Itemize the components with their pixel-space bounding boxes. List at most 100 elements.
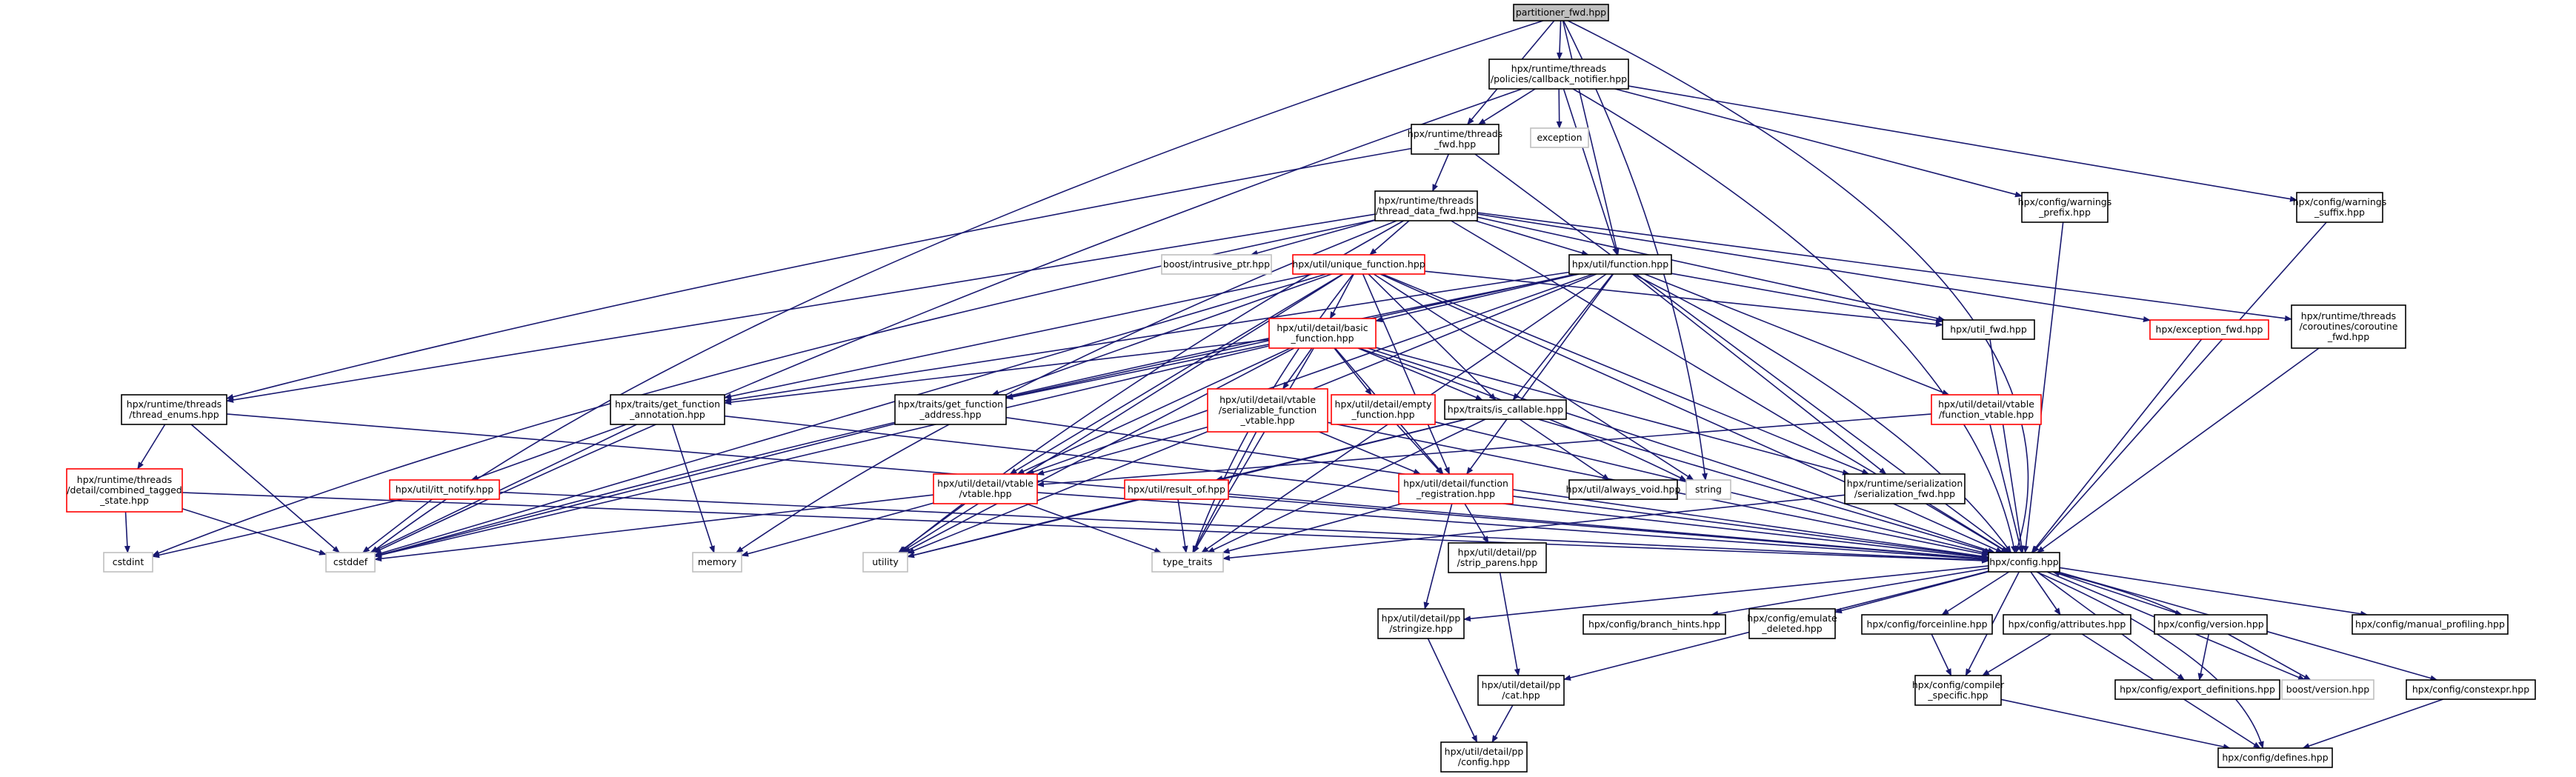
node-label: _fwd.hpp (2327, 331, 2369, 342)
edge-config_version-to-config (2052, 570, 2183, 616)
node-box (2291, 304, 2406, 349)
edge-get_function_annotation-to-config (724, 415, 1989, 561)
node-config[interactable]: hpx/config.hpp (1988, 552, 2060, 573)
node-callback-notifier[interactable]: hpx/runtime/threads/policies/callback_no… (1488, 59, 1629, 90)
edge-callback_notifier-to-warnings_prefix (1614, 88, 2023, 198)
node-itt-notify[interactable]: hpx/util/itt_notify.hpp (389, 479, 500, 500)
node-forceinline[interactable]: hpx/config/forceinline.hpp (1861, 614, 1993, 635)
node-result-of[interactable]: hpx/util/result_of.hpp (1124, 479, 1229, 500)
node-pp-cat[interactable]: hpx/util/detail/pp/cat.hpp (1477, 675, 1565, 706)
node-box (862, 552, 908, 573)
node-box (1931, 394, 2042, 425)
node-box (2149, 319, 2269, 340)
node-label: cstdint (113, 556, 144, 567)
node-exception-fwd[interactable]: hpx/exception_fwd.hpp (2149, 319, 2269, 340)
node-coroutine-fwd[interactable]: hpx/runtime/threads/coroutines/coroutine… (2291, 304, 2406, 349)
edge-basic_function-to-utility (902, 347, 1295, 553)
edge-forceinline-to-compiler_specific (1931, 633, 1952, 676)
node-empty-function[interactable]: hpx/util/detail/empty_function.hpp (1331, 394, 1436, 425)
node-thread-data-fwd[interactable]: hpx/runtime/threads/thread_data_fwd.hpp (1374, 190, 1478, 221)
edge-thread_data_fwd-to-intrusive_ptr (1250, 219, 1376, 256)
node-util-function[interactable]: hpx/util/function.hpp (1568, 254, 1672, 275)
node-label: hpx/config/version.hpp (2157, 618, 2264, 630)
edge-coroutine_fwd-to-config (2037, 347, 2320, 553)
node-root[interactable]: partitioner_fwd.hpp (1513, 4, 1609, 21)
edge-thread_enums-to-config (226, 413, 1989, 562)
node-type-traits[interactable]: type_traits (1151, 552, 1224, 573)
node-label: _prefix.hpp (2038, 207, 2091, 218)
node-get-function-address[interactable]: hpx/traits/get_function_address.hpp (894, 394, 1007, 425)
edge-vtable_hpp-to-type_traits (1025, 503, 1162, 553)
node-constexpr[interactable]: hpx/config/constexpr.hpp (2406, 679, 2536, 700)
node-vtable-hpp[interactable]: hpx/util/detail/vtable/vtable.hpp (933, 473, 1038, 504)
edge-is_callable-to-always_void (1519, 418, 1610, 481)
node-string[interactable]: string (1685, 479, 1731, 500)
node-serializable-function-vtable[interactable]: hpx/util/detail/vtable/serializable_func… (1207, 388, 1328, 433)
edge-callback_notifier-to-util_function (1562, 88, 1618, 256)
node-label: exception (1537, 132, 1582, 143)
node-warnings-suffix[interactable]: hpx/config/warnings_suffix.hpp (2293, 192, 2387, 223)
node-strip-parens[interactable]: hpx/util/detail/pp/strip_parens.hpp (1448, 542, 1547, 573)
node-label: _state.hpp (99, 495, 149, 506)
node-exception[interactable]: exception (1530, 127, 1589, 148)
node-label: boost/version.hpp (2286, 684, 2369, 695)
node-function-registration[interactable]: hpx/util/detail/function_registration.hp… (1398, 473, 1514, 504)
node-box (2021, 192, 2109, 223)
node-defines[interactable]: hpx/config/defines.hpp (2217, 747, 2333, 768)
node-cstddef[interactable]: cstddef (325, 552, 376, 573)
node-always-void[interactable]: hpx/util/always_void.hpp (1566, 479, 1681, 500)
node-cstdint[interactable]: cstdint (103, 552, 153, 573)
node-memory[interactable]: memory (692, 552, 742, 573)
edge-serializable_function_vtable-to-function_registration (1319, 431, 1422, 475)
node-utility[interactable]: utility (862, 552, 908, 573)
node-manual-profiling[interactable]: hpx/config/manual_profiling.hpp (2352, 614, 2509, 635)
node-box (1268, 318, 1377, 349)
edge-unique_function-to-serialization_fwd (1382, 273, 1870, 475)
edge-util_function-to-config (1633, 273, 2012, 553)
node-label: cstddef (333, 556, 368, 567)
node-label: hpx/config/forceinline.hpp (1866, 618, 1987, 630)
node-boost-version[interactable]: boost/version.hpp (2281, 679, 2374, 700)
edge-root-to-callback_notifier (1557, 20, 1563, 60)
edge-function_vtable-to-vtable_hpp (1036, 413, 1932, 487)
node-box (1942, 319, 2035, 340)
node-compiler-specific[interactable]: hpx/config/compiler_specific.hpp (1912, 675, 2005, 706)
node-threads-fwd[interactable]: hpx/runtime/threads_fwd.hpp (1408, 124, 1502, 155)
node-emulate-deleted[interactable]: hpx/config/emulate_deleted.hpp (1747, 608, 1837, 639)
node-box (1568, 479, 1678, 500)
node-get-function-annotation[interactable]: hpx/traits/get_function_annotation.hpp (610, 394, 725, 425)
node-warnings-prefix[interactable]: hpx/config/warnings_prefix.hpp (2018, 192, 2112, 223)
node-export-definitions[interactable]: hpx/config/export_definitions.hpp (2114, 679, 2280, 700)
edge-basic_function-to-is_callable (1357, 347, 1483, 401)
node-branch-hints[interactable]: hpx/config/branch_hints.hpp (1582, 614, 1726, 635)
node-label: hpx/util/detail/empty (1335, 398, 1432, 410)
node-label: hpx/runtime/threads (1408, 128, 1502, 139)
edge-attributes-to-compiler_specific (1982, 633, 2051, 676)
edge-util_function-to-is_callable (1512, 273, 1614, 401)
edge-util_function-to-util_fwd (1671, 273, 1943, 324)
node-combined-tagged-state[interactable]: hpx/runtime/threads/detail/combined_tagg… (66, 468, 183, 513)
node-basic-function[interactable]: hpx/util/detail/basic_function.hpp (1268, 318, 1377, 349)
node-box (1444, 399, 1567, 420)
node-box (2281, 679, 2374, 700)
edge-function_registration-to-type_traits (1222, 503, 1402, 554)
node-serialization-fwd[interactable]: hpx/runtime/serialization/serialization_… (1844, 473, 1966, 504)
node-stringize[interactable]: hpx/util/detail/pp/stringize.hpp (1377, 608, 1465, 639)
node-label: _function.hpp (1351, 409, 1414, 420)
node-intrusive-ptr[interactable]: boost/intrusive_ptr.hpp (1161, 254, 1272, 275)
node-function-vtable[interactable]: hpx/util/detail/vtable/function_vtable.h… (1931, 394, 2042, 425)
node-label: /policies/callback_notifier.hpp (1491, 73, 1627, 84)
node-label: /config.hpp (1458, 756, 1510, 767)
edge-function_registration-to-config (1512, 496, 1989, 560)
node-pp-config[interactable]: hpx/util/detail/pp/config.hpp (1440, 741, 1528, 773)
edge-util_fwd-to-config (1989, 339, 2025, 553)
node-label: hpx/runtime/threads (1379, 195, 1474, 206)
node-box (1374, 190, 1478, 221)
node-config-version[interactable]: hpx/config/version.hpp (2154, 614, 2268, 635)
node-unique-function[interactable]: hpx/util/unique_function.hpp (1292, 254, 1425, 275)
node-attributes[interactable]: hpx/config/attributes.hpp (2003, 614, 2131, 635)
node-label: hpx/util/unique_function.hpp (1292, 259, 1425, 270)
node-is-callable[interactable]: hpx/traits/is_callable.hpp (1444, 399, 1567, 420)
node-thread-enums[interactable]: hpx/runtime/threads/thread_enums.hpp (121, 394, 227, 425)
node-util-fwd[interactable]: hpx/util_fwd.hpp (1942, 319, 2035, 340)
